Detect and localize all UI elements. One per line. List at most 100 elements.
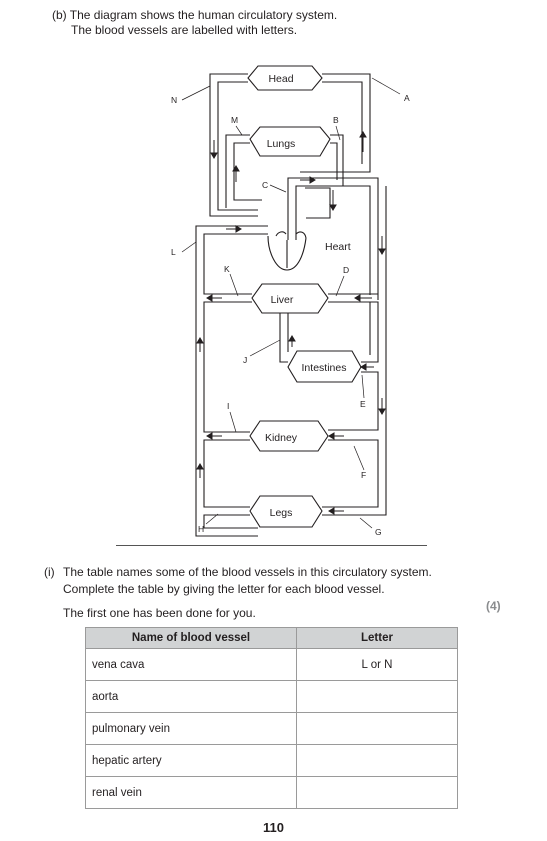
vessel-letter-c: C bbox=[262, 180, 268, 190]
vessel-letter-j: J bbox=[243, 355, 247, 365]
subquestion-line-1: The table names some of the blood vessel… bbox=[63, 565, 432, 579]
arrow-head-up-1 bbox=[232, 165, 240, 172]
vena-cava-inner-top bbox=[203, 233, 268, 295]
table-row: pulmonary vein bbox=[85, 712, 458, 745]
vessel-letter-n: N bbox=[171, 95, 177, 105]
letter-answer-cell[interactable] bbox=[296, 680, 458, 713]
heart-valve-left bbox=[275, 231, 287, 237]
leader-c bbox=[269, 184, 287, 193]
vessel-letter-h: H bbox=[198, 524, 204, 534]
legs-organ-shape bbox=[249, 495, 323, 528]
letter-answer-cell[interactable] bbox=[296, 744, 458, 777]
leg-artery-top bbox=[322, 439, 379, 508]
arrow-head-right-2 bbox=[235, 225, 242, 233]
lungs-organ-shape bbox=[249, 126, 331, 157]
vessel-name-cell: aorta bbox=[85, 680, 297, 713]
leader-g bbox=[359, 517, 373, 529]
head-vein-inner bbox=[217, 81, 258, 211]
arrow-head-up-2 bbox=[359, 131, 367, 138]
circulatory-system-diagram: Head Lungs Heart Liver Intestines Kidney… bbox=[171, 65, 410, 537]
leader-d bbox=[335, 275, 345, 297]
header-name: Name of blood vessel bbox=[85, 627, 297, 649]
left-atrium-loop bbox=[305, 187, 331, 219]
subquestion-number: (i) bbox=[44, 565, 55, 579]
intro-line-2: The blood vessels are labelled with lett… bbox=[71, 23, 298, 37]
leader-i bbox=[229, 411, 237, 433]
liver-organ-shape bbox=[251, 283, 329, 314]
kidney-organ-shape bbox=[249, 420, 329, 452]
arrow-head-left-5 bbox=[328, 432, 335, 440]
head-artery-outer bbox=[300, 73, 371, 173]
head-organ-shape bbox=[247, 65, 323, 91]
subquestion-line-2: Complete the table by giving the letter … bbox=[63, 582, 385, 596]
leader-a bbox=[371, 77, 401, 95]
intestine-artery-outer bbox=[328, 301, 379, 363]
vena-cava-outer bbox=[195, 225, 268, 537]
heart-outline bbox=[267, 235, 307, 271]
arrow-head-down-4 bbox=[378, 408, 386, 415]
vessel-letter-i: I bbox=[227, 401, 229, 411]
table-row: aorta bbox=[85, 680, 458, 713]
leader-f bbox=[353, 445, 365, 471]
heart-valve-right bbox=[295, 231, 307, 239]
head-artery-inner bbox=[322, 81, 363, 164]
arrow-head-down-2 bbox=[329, 204, 337, 211]
descending-aorta bbox=[322, 300, 387, 516]
letter-answer-cell: L or N bbox=[296, 648, 458, 681]
organ-label-legs: Legs bbox=[270, 507, 293, 519]
organ-label-lungs: Lungs bbox=[267, 138, 296, 150]
vessel-name-cell: vena cava bbox=[85, 648, 297, 681]
example-note: The first one has been done for you. bbox=[63, 606, 256, 620]
vessel-letter-a: A bbox=[404, 93, 410, 103]
renal-artery-outer bbox=[328, 371, 379, 431]
vessel-letter-b: B bbox=[333, 115, 339, 125]
head-vein-outer bbox=[209, 73, 258, 217]
part-label: (b) bbox=[52, 8, 67, 22]
arrow-head-left-4 bbox=[206, 432, 213, 440]
section-divider bbox=[116, 545, 427, 546]
hepatic-portal-outer bbox=[279, 313, 288, 363]
vessel-letter-m: M bbox=[231, 115, 238, 125]
leg-vein-section bbox=[203, 514, 258, 529]
blood-vessel-table: Name of blood vessel Letter vena cava L … bbox=[85, 627, 458, 809]
arrow-head-up-3 bbox=[196, 337, 204, 344]
vessel-letter-e: E bbox=[360, 399, 366, 409]
vessel-letter-d: D bbox=[343, 265, 349, 275]
vessel-name-cell: renal vein bbox=[85, 776, 297, 809]
letter-answer-cell[interactable] bbox=[296, 776, 458, 809]
table-row: vena cava L or N bbox=[85, 648, 458, 681]
arrow-head-up-4 bbox=[288, 335, 296, 342]
leader-l bbox=[181, 241, 197, 253]
arrow-head-down-1 bbox=[210, 152, 218, 159]
vessel-letter-f: F bbox=[361, 470, 366, 480]
vessel-letter-g: G bbox=[375, 527, 382, 537]
arrow-head-left-2 bbox=[354, 294, 361, 302]
leader-n bbox=[181, 85, 211, 101]
organ-label-heart: Heart bbox=[325, 241, 351, 253]
renal-vein-section bbox=[203, 439, 250, 508]
arrow-head-right-1 bbox=[309, 176, 316, 184]
table-row: renal vein bbox=[85, 776, 458, 809]
arrow-head-left-6 bbox=[328, 507, 335, 515]
arrow-head-down-3 bbox=[378, 248, 386, 255]
aorta-inner bbox=[295, 185, 371, 295]
arrow-head-up-5 bbox=[196, 463, 204, 470]
leader-k bbox=[229, 273, 239, 297]
leader-b bbox=[335, 125, 341, 141]
question-intro: (b) The diagram shows the human circulat… bbox=[52, 8, 337, 38]
letter-answer-cell[interactable] bbox=[296, 712, 458, 745]
intro-line-1: (b) The diagram shows the human circulat… bbox=[52, 8, 337, 23]
table-row: hepatic artery bbox=[85, 744, 458, 777]
intro-text-1: The diagram shows the human circulatory … bbox=[69, 8, 338, 22]
organ-label-head: Head bbox=[268, 73, 293, 85]
leader-h bbox=[205, 513, 219, 525]
organ-label-liver: Liver bbox=[271, 294, 294, 306]
table-header-row: Name of blood vessel Letter bbox=[85, 627, 458, 649]
pulmonary-right-outer bbox=[330, 134, 344, 186]
leader-j bbox=[249, 339, 281, 357]
arrow-head-left-3 bbox=[360, 363, 367, 371]
organ-label-intestines: Intestines bbox=[302, 362, 347, 374]
hepatic-vein-section bbox=[203, 301, 252, 433]
pulmonary-right-inner bbox=[330, 142, 338, 180]
header-letter: Letter bbox=[296, 627, 458, 649]
